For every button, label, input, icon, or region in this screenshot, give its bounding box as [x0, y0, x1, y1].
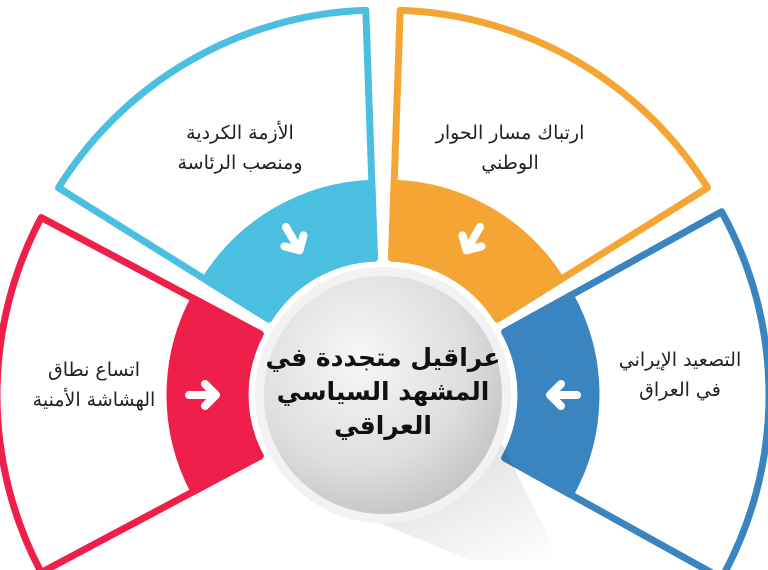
segment-security — [0, 214, 264, 570]
label-line: في العراق — [639, 379, 721, 401]
label-kurdish: الأزمة الكردية ومنصب الرئاسة — [178, 118, 303, 178]
segment-iran — [501, 208, 768, 570]
label-iran: التصعيد الإيراني في العراق — [619, 345, 741, 405]
label-line: الأزمة الكردية — [186, 122, 294, 144]
center-title: عراقيل متجددة في المشهد السياسي العراقي — [265, 343, 501, 440]
label-line: التصعيد الإيراني — [618, 349, 742, 371]
center-circle — [264, 276, 502, 514]
arrow-icon — [458, 222, 486, 255]
arrow-icon — [280, 222, 308, 255]
label-line: اتساع نطاق — [47, 359, 141, 381]
segment-kurdish — [54, 6, 378, 323]
label-line: الهشاشة الأمنية — [32, 389, 156, 411]
label-line: ارتباك مسار الحوار — [435, 122, 585, 144]
arrow-icon — [185, 380, 220, 410]
arrow-icon — [546, 380, 581, 410]
label-dialogue: ارتباك مسار الحوار الوطني — [436, 118, 585, 178]
segment-dialogue — [388, 6, 712, 323]
label-security: اتساع نطاق الهشاشة الأمنية — [33, 355, 156, 415]
label-line: الوطني — [481, 152, 539, 174]
label-line: ومنصب الرئاسة — [177, 152, 303, 174]
